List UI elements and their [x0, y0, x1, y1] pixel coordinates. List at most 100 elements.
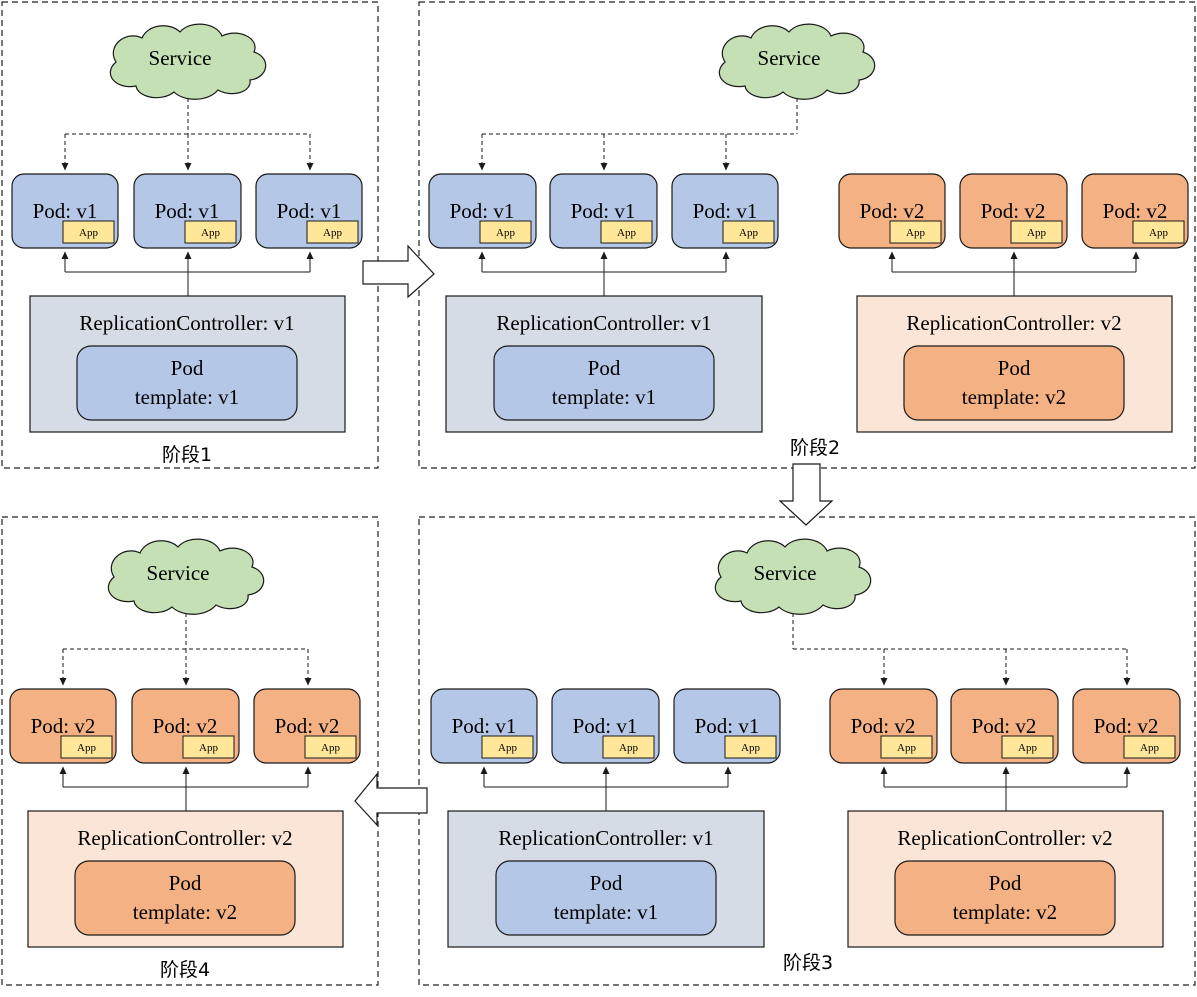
- template-label: template: v1: [554, 900, 658, 924]
- template-title: Pod: [989, 871, 1022, 895]
- pod: Pod: v2 App: [950, 688, 1059, 764]
- stage-4: Service Pod: v2 App Pod: v2 App Pod: v2 …: [9, 538, 361, 981]
- pod: Pod: v2 App: [1072, 688, 1181, 764]
- controller-links: [478, 251, 730, 296]
- pod: Pod: v1 App: [428, 173, 537, 249]
- app-label: App: [897, 742, 916, 754]
- app-label: App: [1149, 227, 1168, 239]
- service-cloud: Service: [109, 23, 267, 100]
- stage-label: 阶段3: [783, 952, 833, 974]
- app-badge: [1010, 220, 1063, 244]
- service-label: Service: [754, 561, 817, 585]
- stage-4-frame: [1, 516, 379, 986]
- rc-label: ReplicationController: v2: [897, 826, 1112, 850]
- replication-controller: ReplicationController: v1 Pod template: …: [447, 810, 765, 948]
- rc-label: ReplicationController: v2: [77, 826, 292, 850]
- pod-label: Pod: v2: [851, 714, 916, 738]
- service-routes: [59, 613, 312, 686]
- app-badge: [880, 735, 933, 759]
- app-badge: [889, 220, 942, 244]
- service-cloud: Service: [718, 23, 876, 100]
- app-label: App: [323, 227, 342, 239]
- pod-label: Pod: v2: [860, 199, 925, 223]
- stage-1: Service Pod: v1 App Pod: v1 App Pod: v1 …: [11, 23, 363, 466]
- pod-template: [76, 345, 298, 421]
- flow-arrow-left: [354, 772, 428, 827]
- app-badge: [1132, 220, 1185, 244]
- pod-label: Pod: v1: [155, 199, 220, 223]
- pod-template: [495, 860, 717, 936]
- template-title: Pod: [169, 871, 202, 895]
- pod: Pod: v1 App: [11, 173, 119, 249]
- pod: Pod: v2 App: [1081, 173, 1189, 249]
- pod-template: [903, 345, 1125, 421]
- pod-template: [894, 860, 1116, 936]
- app-badge: [304, 735, 357, 759]
- app-label: App: [619, 742, 638, 754]
- pod: Pod: v2 App: [829, 688, 938, 764]
- stage-label: 阶段1: [162, 444, 212, 466]
- pod: Pod: v2 App: [9, 688, 117, 764]
- pod-label: Pod: v1: [452, 714, 517, 738]
- app-label: App: [739, 227, 758, 239]
- pod: Pod: v2 App: [838, 173, 946, 249]
- pod: Pod: v1 App: [133, 173, 242, 249]
- controller-links: [888, 251, 1140, 296]
- rc-label: ReplicationController: v1: [79, 311, 294, 335]
- controller-links: [880, 766, 1131, 811]
- template-label: template: v1: [135, 385, 239, 409]
- app-label: App: [1140, 742, 1159, 754]
- pod-label: Pod: v1: [695, 714, 760, 738]
- pod-label: Pod: v1: [450, 199, 515, 223]
- flow-arrow-right: [362, 244, 435, 299]
- pod: Pod: v2 App: [959, 173, 1068, 249]
- pod: Pod: v1 App: [549, 173, 658, 249]
- pod-label: Pod: v2: [153, 714, 218, 738]
- app-badge: [62, 220, 115, 244]
- app-badge: [306, 220, 359, 244]
- pod-label: Pod: v2: [972, 714, 1037, 738]
- template-label: template: v2: [133, 900, 237, 924]
- app-badge: [60, 735, 113, 759]
- service-cloud: Service: [107, 538, 265, 615]
- app-badge: [602, 735, 655, 759]
- app-badge: [1001, 735, 1054, 759]
- app-label: App: [496, 227, 515, 239]
- app-label: App: [498, 742, 517, 754]
- app-badge: [184, 220, 237, 244]
- pod: Pod: v2 App: [253, 688, 361, 764]
- app-badge: [182, 735, 235, 759]
- app-badge: [481, 735, 534, 759]
- pod: Pod: v1 App: [551, 688, 660, 764]
- template-label: template: v1: [552, 385, 656, 409]
- pod-label: Pod: v2: [1094, 714, 1159, 738]
- pod-template: [74, 860, 296, 936]
- app-badge: [479, 220, 532, 244]
- flow-arrow-down: [778, 463, 834, 526]
- pod-template: [493, 345, 715, 421]
- pod: Pod: v1 App: [430, 688, 538, 764]
- pod-label: Pod: v2: [981, 199, 1046, 223]
- app-label: App: [79, 227, 98, 239]
- template-title: Pod: [590, 871, 623, 895]
- rc-label: ReplicationController: v1: [496, 311, 711, 335]
- pod-label: Pod: v1: [571, 199, 636, 223]
- template-title: Pod: [171, 356, 204, 380]
- pod: Pod: v1 App: [255, 173, 363, 249]
- pod-label: Pod: v1: [573, 714, 638, 738]
- pod-label: Pod: v1: [277, 199, 342, 223]
- stage-2: Service Pod: v1 App Pod: v1 App Pod: v1 …: [428, 23, 1189, 459]
- replication-controller: ReplicationController: v1 Pod template: …: [445, 295, 763, 433]
- replication-controller: ReplicationController: v2 Pod template: …: [847, 810, 1164, 948]
- stage-label: 阶段2: [790, 437, 840, 459]
- pod-label: Pod: v2: [31, 714, 96, 738]
- stage-1-frame: [1, 1, 379, 469]
- service-label: Service: [147, 561, 210, 585]
- app-label: App: [617, 227, 636, 239]
- app-badge: [724, 735, 777, 759]
- controller-links: [61, 251, 314, 296]
- app-label: App: [1018, 742, 1037, 754]
- stage-3: Service Pod: v1 App Pod: v1 App Pod: v1 …: [430, 538, 1181, 974]
- replication-controller: ReplicationController: v1 Pod template: …: [29, 295, 346, 433]
- service-label: Service: [149, 46, 212, 70]
